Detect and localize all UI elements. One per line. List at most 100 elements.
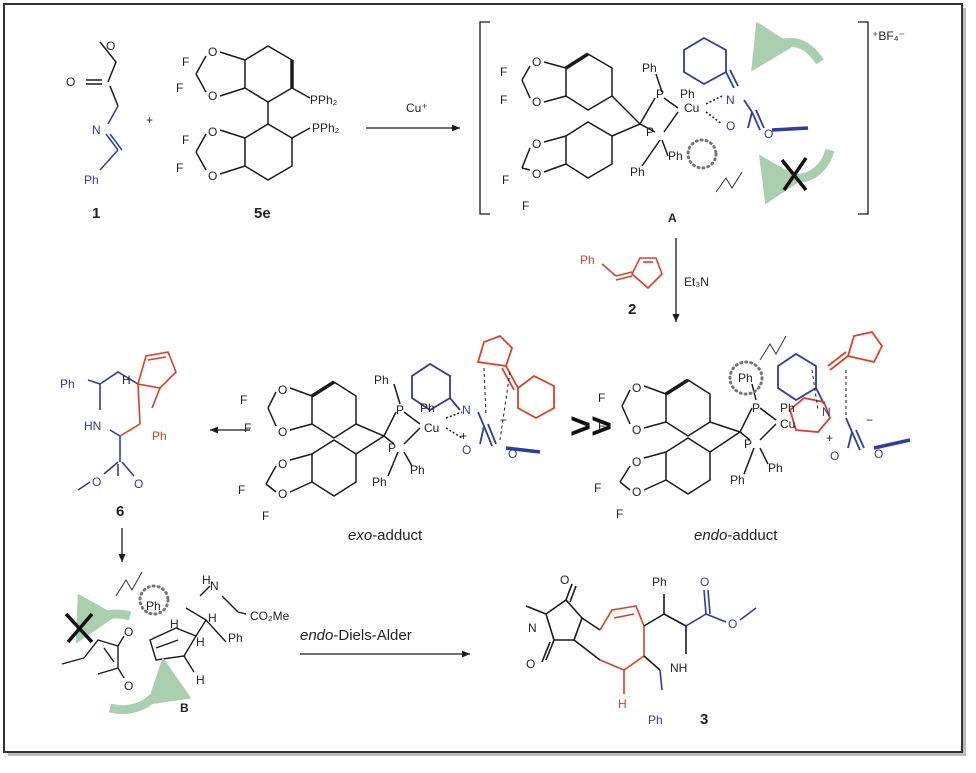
endo-phenyl-1: Ph [738, 371, 753, 385]
endo-adduct-caption: endo-adduct [694, 527, 778, 544]
B-hydrogen-3: H [208, 611, 217, 625]
6-phenyl-2: Ph [152, 429, 167, 443]
5e-fluorine-2: F [176, 81, 183, 95]
endo-phosphorus-1: P [752, 401, 760, 415]
B-block-cross [64, 612, 94, 644]
base-reagent: Et₃N [684, 275, 709, 289]
endo-phenyl-2: Ph [780, 401, 795, 415]
endo-adduct-ylide [777, 352, 911, 451]
exo-adduct-ylide [411, 362, 541, 454]
product-6 [77, 351, 177, 491]
3-carbonyl-oxygen: O [700, 575, 709, 589]
A-oxygen-2: O [532, 95, 541, 109]
5e-oxygen-2: O [208, 89, 217, 103]
A-nitrogen: N [726, 93, 735, 107]
exo-fluorine-4: F [262, 509, 269, 523]
exo-ester-oxygen: O [508, 447, 517, 461]
A-fluorine-1: F [500, 65, 507, 79]
exo-fluorine-3: F [238, 483, 245, 497]
A-oxygen-3: O [532, 137, 541, 151]
B-steric-shield [138, 584, 170, 616]
product-3-number: 3 [700, 711, 708, 728]
compound-1-carbonyl-oxygen: O [66, 75, 75, 89]
A-copper: Cu [684, 101, 699, 115]
A-phenyl-1: Ph [642, 61, 657, 75]
endo-plus-charge: + [826, 431, 833, 445]
5e-oxygen-3: O [208, 125, 217, 139]
endo-oxygen-3: O [632, 455, 641, 469]
6-phenyl-1: Ph [60, 377, 75, 391]
5e-fluorine-3: F [182, 133, 189, 147]
A-blocked-face-arrow [758, 148, 835, 205]
exo-phenyl-4: Ph [372, 475, 387, 489]
5e-fluorine-4: F [176, 161, 183, 175]
A-oxygen-4: O [532, 167, 541, 181]
A-fluorine-2: F [500, 93, 507, 107]
da-label-italic: endo [300, 627, 333, 644]
6-hydrogen: H [122, 373, 131, 387]
exo-phosphorus-2: P [388, 441, 396, 455]
3-imide-oxygen-1: O [560, 573, 569, 587]
compound-1-nitrogen: N [92, 123, 101, 137]
A-fluorine-3: F [502, 173, 509, 187]
bracket-left [479, 21, 490, 215]
A-block-cross [780, 157, 808, 192]
B-maleimide-oxygen-2: O [124, 679, 133, 693]
B-hydrogen-5: H [196, 673, 205, 687]
B-hydrogen-1: H [202, 573, 211, 587]
5e-pph2-top: PPh₂ [310, 93, 338, 107]
compound-1-phenyl: Ph [84, 173, 99, 187]
3-imide-oxygen-2: O [526, 657, 535, 671]
endo-fluorine-4: F [616, 507, 623, 521]
A-phenyl-3: Ph [668, 149, 683, 163]
complex-A-ligand [521, 52, 723, 179]
endo-fluorine-3: F [594, 481, 601, 495]
exo-phenyl-2: Ph [420, 401, 435, 415]
plus-sign: + [146, 113, 153, 127]
exo-caption-rest: -adduct [372, 527, 423, 544]
exo-nitrogen: N [462, 403, 471, 417]
5e-oxygen-1: O [208, 45, 217, 59]
endo-adduct-fulvene [788, 330, 884, 433]
A-steric-shield [686, 138, 718, 170]
A-fluorine-4: F [522, 199, 529, 213]
endo-oxygen-1: O [632, 381, 641, 395]
endo-caption-italic: endo [694, 527, 727, 544]
endo-oxygen-4: O [632, 485, 641, 499]
endo-approach-arrow [759, 335, 787, 361]
B-allowed-face-arrow [108, 657, 192, 715]
5e-fluorine-1: F [182, 55, 189, 69]
exo-phosphorus-1: P [396, 403, 404, 417]
exo-adduct-fulvene [476, 334, 555, 441]
exo-adduct-caption: exo-adduct [348, 527, 423, 544]
endo-fluorine-1: F [598, 391, 605, 405]
exo-oxygen-3: O [278, 457, 287, 471]
6-amine: HN [84, 419, 101, 433]
dipolarophile-2 [601, 257, 663, 290]
endo-fluorine-2: F [598, 419, 605, 433]
compound-1 [86, 41, 123, 171]
A-phosphorus-1: P [656, 87, 664, 101]
A-allowed-face-arrow [751, 21, 824, 72]
endo-ester-oxygen: O [874, 447, 883, 461]
A-approach-arrow [715, 171, 743, 193]
6-ester-oxygen: O [92, 475, 101, 489]
exo-plus-charge: + [460, 429, 467, 443]
exo-oxygen-2: O [278, 425, 287, 439]
exo-fluorine-2: F [244, 421, 251, 435]
diels-alder-label: endo-Diels-Alder [300, 627, 412, 644]
exo-caption-italic: exo [348, 527, 372, 544]
exo-phenyl-1: Ph [374, 373, 389, 387]
exo-fluorine-1: F [240, 393, 247, 407]
A-phenyl-2: Ph [680, 87, 695, 101]
product-6-number: 6 [116, 503, 124, 520]
endo-phosphorus-2: P [744, 437, 752, 451]
exo-phenyl-3: Ph [410, 463, 425, 477]
endo-carbonyl-oxygen: O [830, 449, 839, 463]
endo-phenyl-3: Ph [768, 461, 783, 475]
da-label-rest: -Diels-Alder [333, 627, 411, 644]
dipolarophile-phenyl: Ph [580, 253, 595, 267]
complex-A-glycinate [683, 36, 809, 132]
